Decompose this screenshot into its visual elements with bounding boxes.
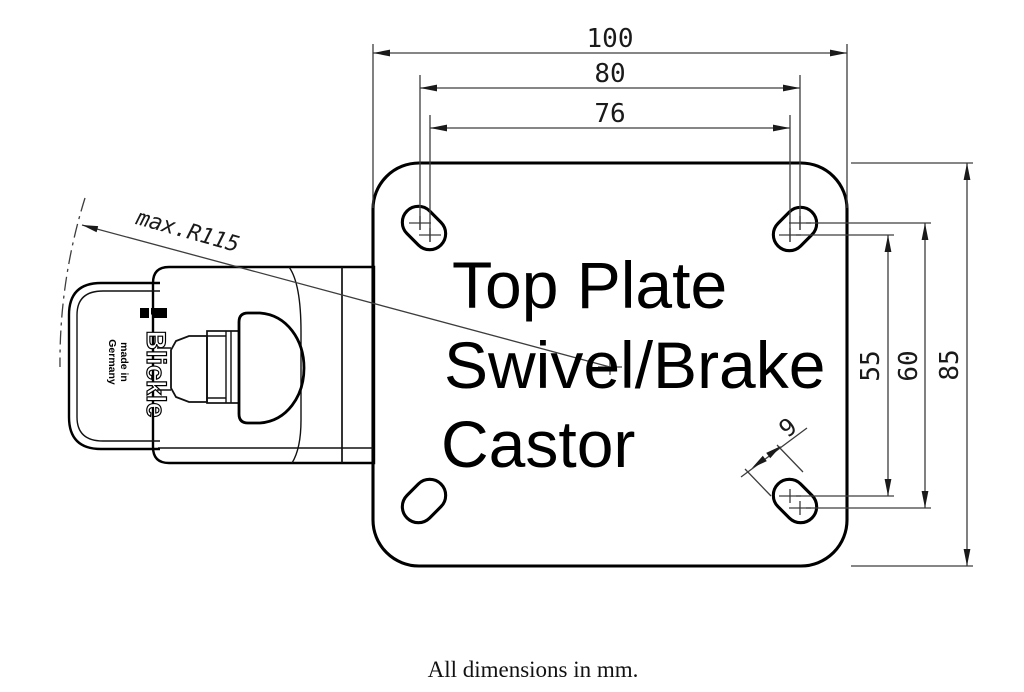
- dim-value-85: 85: [935, 349, 965, 380]
- germany-text: Germany: [106, 339, 118, 385]
- swivel-radius-line: [81, 224, 611, 368]
- dimension-annotations: 100 80 76 55 60 85 9: [372, 24, 973, 567]
- swivel-radius-label: max.R115: [132, 205, 242, 258]
- radius-arrowhead-icon: [82, 225, 99, 233]
- brake-pedal-outline: [67, 281, 160, 451]
- units-note: All dimensions in mm.: [428, 657, 639, 682]
- dim-value-100: 100: [587, 24, 634, 54]
- brake-dome: [237, 311, 306, 425]
- brake-lever-detail-lines: [207, 331, 232, 403]
- dim-value-80: 80: [594, 59, 625, 89]
- plate-title: Top Plate Swivel/Brake Castor: [441, 248, 825, 481]
- slot-hole-bottom-right: [771, 477, 819, 525]
- dim-value-76: 76: [594, 99, 625, 129]
- extension-lines: [372, 44, 973, 567]
- slot-hole-top-right: [771, 205, 819, 253]
- housing-soft-edge: [288, 266, 302, 464]
- brand-logo-text: Blickle: [141, 330, 171, 417]
- slot-hole-top-left: [400, 204, 448, 252]
- title-line-2: Swivel/Brake: [444, 328, 825, 402]
- brand-block: Blickle made in Germany: [106, 308, 172, 418]
- made-in-text: made in: [118, 342, 130, 382]
- dim-value-60: 60: [894, 350, 924, 381]
- brake-hub: [170, 335, 208, 403]
- dim-value-9: 9: [774, 412, 803, 443]
- brake-pedal-inner-line: [76, 290, 160, 442]
- dim-value-55: 55: [856, 350, 886, 381]
- swivel-centre-cross: [598, 359, 622, 375]
- slot-width-witness-lines: [744, 444, 804, 497]
- title-line-3: Castor: [441, 407, 635, 481]
- title-line-1: Top Plate: [452, 248, 727, 322]
- pedal-link-lines: [157, 347, 171, 391]
- slot-width-arrowheads: [752, 446, 781, 468]
- swivel-housing-outline: [151, 265, 376, 465]
- swivel-radius-arc: [59, 197, 86, 368]
- blickle-logo-icon: [140, 308, 167, 318]
- slot-width-dimension: 9: [740, 412, 808, 497]
- side-view-castor: Blickle made in Germany: [67, 265, 376, 465]
- slot-hole-bottom-left: [400, 477, 448, 525]
- brake-lever-band: [206, 330, 240, 404]
